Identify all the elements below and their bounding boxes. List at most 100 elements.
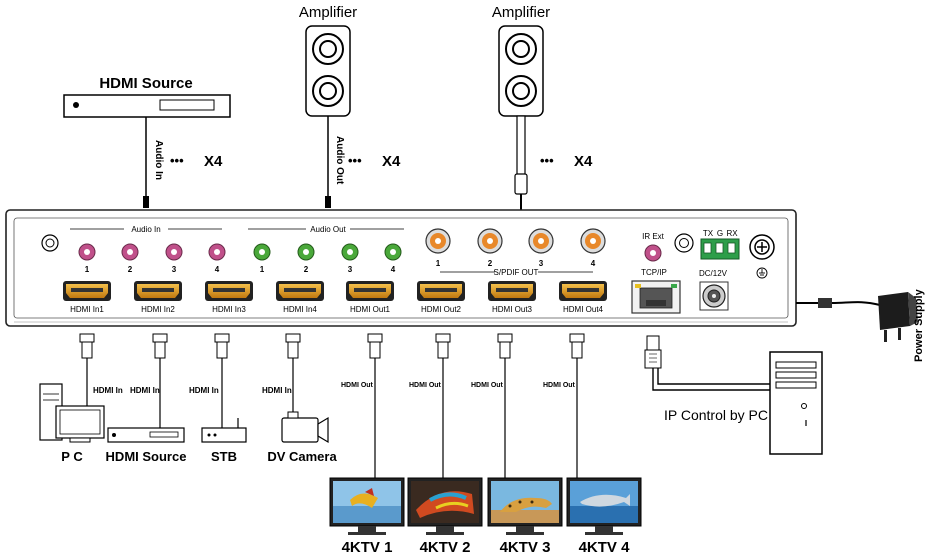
terminal-tx-label: TX xyxy=(703,229,714,238)
control-pc-tower-icon xyxy=(769,351,823,455)
hdmi-ports xyxy=(63,281,607,301)
power-cable xyxy=(796,298,881,308)
audio-in-jack-4[interactable] xyxy=(208,243,226,261)
audio-out-num-1: 1 xyxy=(260,265,265,274)
audio-in-header: Audio In xyxy=(131,225,160,234)
audio-in-cable-label: Audio In xyxy=(153,140,164,180)
ir-ext-jack[interactable] xyxy=(644,244,662,262)
audio-out-jack-4[interactable] xyxy=(384,243,402,261)
tv-2 xyxy=(407,477,483,535)
audio-in-num-1: 1 xyxy=(85,265,90,274)
tv-4 xyxy=(566,477,642,535)
spdif-num-1: 1 xyxy=(436,259,441,268)
tv-1 xyxy=(329,477,405,535)
rs232-terminal-block[interactable] xyxy=(700,238,740,260)
tv-label-2: 4KTV 2 xyxy=(420,539,471,556)
spdif-port-3[interactable] xyxy=(528,228,554,254)
power-adapter-icon xyxy=(878,292,918,342)
hdmi-source-player-icon xyxy=(107,427,185,443)
tv-label-3: 4KTV 3 xyxy=(500,539,551,556)
hdmi-out2-label: HDMI Out2 xyxy=(421,305,462,314)
audio-in-num-2: 2 xyxy=(128,265,133,274)
audio-out-jacks xyxy=(253,243,402,261)
hdmi-in3-label: HDMI In3 xyxy=(212,305,246,314)
hdmi-out1-port[interactable] xyxy=(346,281,394,301)
audio-in-num-3: 3 xyxy=(172,265,177,274)
hdmi-source-title: HDMI Source xyxy=(99,75,192,92)
hdmi-out4-port[interactable] xyxy=(559,281,607,301)
hdmi-in3-port[interactable] xyxy=(205,281,253,301)
hdmi-source-device-icon xyxy=(63,94,231,118)
spdif-port-1[interactable] xyxy=(425,228,451,254)
hdmi-out2-port[interactable] xyxy=(417,281,465,301)
audio-out-jack-1[interactable] xyxy=(253,243,271,261)
power-supply-label: Power Supply xyxy=(913,288,925,362)
stb-icon xyxy=(201,418,247,443)
spdif-num-2: 2 xyxy=(488,259,493,268)
ethernet-cable xyxy=(644,335,770,391)
dots-2: ••• xyxy=(348,153,362,168)
hdmi-out3-port[interactable] xyxy=(488,281,536,301)
spdif-port-2[interactable] xyxy=(477,228,503,254)
hdmi-out-cable-label-4: HDMI Out xyxy=(543,382,576,389)
tv-3 xyxy=(487,477,563,535)
audio-out-num-3: 3 xyxy=(348,265,353,274)
audio-in-jack-1[interactable] xyxy=(78,243,96,261)
tcpip-port[interactable] xyxy=(631,280,681,314)
terminal-rx-label: RX xyxy=(726,229,738,238)
ground-screw-icon xyxy=(749,234,775,260)
speaker-1-icon xyxy=(305,25,351,117)
audio-out-num-4: 4 xyxy=(391,265,396,274)
audio-out-jack-2[interactable] xyxy=(297,243,315,261)
audio-in-jacks xyxy=(78,243,226,261)
hdmi-in2-port[interactable] xyxy=(134,281,182,301)
terminal-g-label: G xyxy=(717,229,723,238)
ip-control-label: IP Control by PC xyxy=(664,407,768,423)
dots-1: ••• xyxy=(170,153,184,168)
mount-screw-right xyxy=(674,233,694,253)
tcpip-label: TCP/IP xyxy=(641,268,667,277)
device-label-pc: P C xyxy=(61,449,83,464)
hdmi-in-cables xyxy=(71,333,301,428)
x4-label-2: X4 xyxy=(382,153,401,170)
dv-camera-icon xyxy=(281,411,329,444)
spdif-port-4[interactable] xyxy=(580,228,606,254)
hdmi-out4-label: HDMI Out4 xyxy=(563,305,604,314)
hdmi-in-cable-label-2: HDMI In xyxy=(130,386,160,395)
dots-3: ••• xyxy=(540,153,554,168)
hdmi-in-cable-label-4: HDMI In xyxy=(262,386,292,395)
hdmi-in4-port[interactable] xyxy=(276,281,324,301)
hdmi-in1-label: HDMI In1 xyxy=(70,305,104,314)
ground-symbol-icon xyxy=(756,267,768,279)
hdmi-out-cables xyxy=(367,333,585,478)
pc-icon xyxy=(39,383,105,443)
device-label-stb: STB xyxy=(211,449,237,464)
hdmi-in1-port[interactable] xyxy=(63,281,111,301)
amplifier-2-title: Amplifier xyxy=(492,4,550,21)
spdif-num-3: 3 xyxy=(539,259,544,268)
hdmi-out3-label: HDMI Out3 xyxy=(492,305,533,314)
spdif-out-label: S/PDIF OUT xyxy=(494,268,539,277)
tv-label-1: 4KTV 1 xyxy=(342,539,393,556)
hdmi-in-cable-label-1: HDMI In xyxy=(93,386,123,395)
hdmi-in-cable-label-3: HDMI In xyxy=(189,386,219,395)
audio-in-jack-2[interactable] xyxy=(121,243,139,261)
audio-out-cable-label: Audio Out xyxy=(334,136,345,185)
audio-out-jack-3[interactable] xyxy=(341,243,359,261)
speaker-2-icon xyxy=(498,25,544,117)
x4-label-1: X4 xyxy=(204,153,223,170)
ir-ext-label: IR Ext xyxy=(642,232,665,241)
audio-in-jack-3[interactable] xyxy=(165,243,183,261)
device-label-hdmi-source: HDMI Source xyxy=(106,449,187,464)
audio-out-num-2: 2 xyxy=(304,265,309,274)
hdmi-out-cable-label-2: HDMI Out xyxy=(409,382,442,389)
hdmi-out-cable-label-3: HDMI Out xyxy=(471,382,504,389)
mount-screw-left xyxy=(41,234,59,252)
device-label-dv-camera: DV Camera xyxy=(267,449,337,464)
hdmi-in2-label: HDMI In2 xyxy=(141,305,175,314)
hdmi-out-cable-label-1: HDMI Out xyxy=(341,382,374,389)
hdmi-out1-label: HDMI Out1 xyxy=(350,305,391,314)
spdif-num-4: 4 xyxy=(591,259,596,268)
dc-power-jack[interactable] xyxy=(699,281,729,311)
